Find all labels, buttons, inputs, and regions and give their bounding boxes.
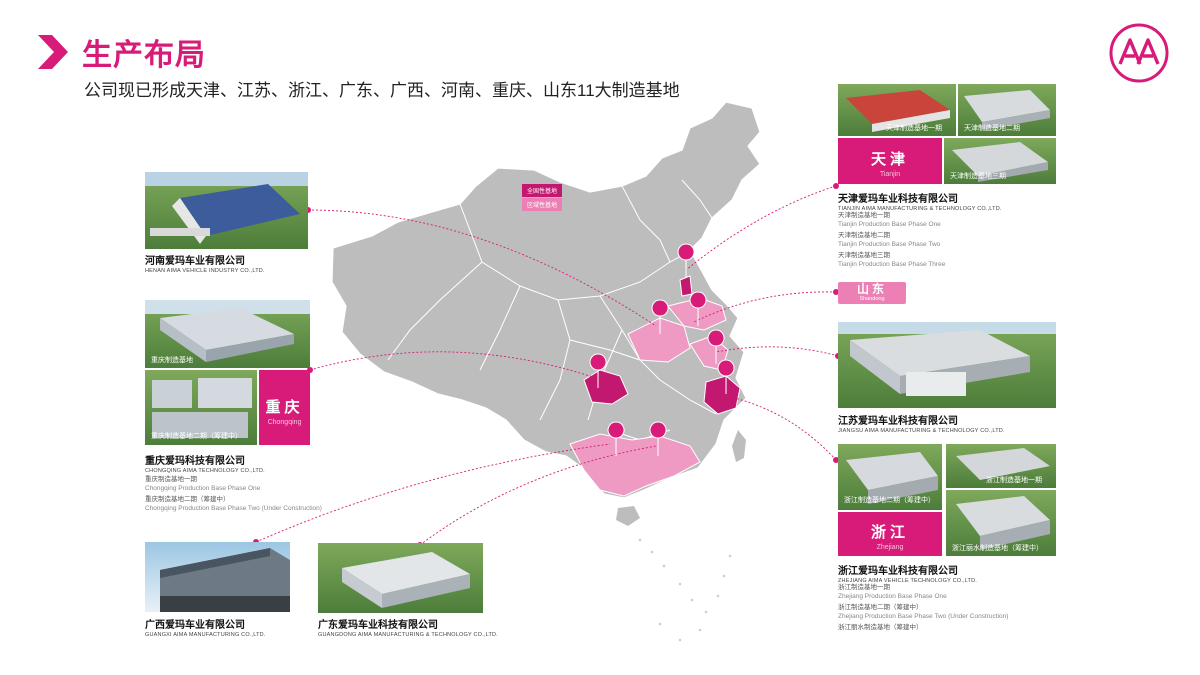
- guangdong-factory-photo: [318, 543, 483, 613]
- zhejiang-phases: 浙江制造基地一期 Zhejiang Production Base Phase …: [838, 584, 1009, 631]
- henan-factory-photo: [145, 172, 308, 249]
- zhejiang-city-label: 浙江 Zhejiang: [838, 512, 942, 556]
- tianjin-caption-3: 天津制造基地三期: [950, 173, 1006, 180]
- guangxi-company: 广西爱玛车业有限公司 GUANGXI AIMA MANUFACTURING CO…: [145, 620, 266, 638]
- jiangsu-factory-photo: [838, 322, 1056, 408]
- legend-national: 全国性基地: [522, 184, 563, 197]
- tianjin-caption-2: 天津制造基地二期: [964, 125, 1020, 132]
- chongqing-company: 重庆爱玛科技有限公司 CHONGQING AIMA TECHNOLOGY CO.…: [145, 456, 265, 474]
- province-tianjin: [679, 275, 693, 297]
- guangxi-factory-photo: [145, 542, 290, 612]
- china-outline: [331, 101, 761, 499]
- connector-lines: [255, 185, 839, 546]
- zhejiang-factory-photo-3: [946, 490, 1056, 556]
- page-subtitle: 公司现已形成天津、江苏、浙江、广东、广西、河南、重庆、山东11大制造基地: [84, 81, 680, 100]
- chongqing-factory-photo-1: [145, 300, 310, 368]
- zhejiang-factory-photo-1: [838, 444, 942, 510]
- chongqing-caption-1: 重庆制造基地: [151, 357, 193, 364]
- south-sea-dots: [638, 538, 732, 642]
- tianjin-city-label: 天津 Tianjin: [838, 138, 942, 184]
- title-row: 生产布局: [38, 30, 206, 74]
- tianjin-phases: 天津制造基地一期 Tianjin Production Base Phase O…: [838, 212, 946, 268]
- zhejiang-caption-2: 浙江制造基地一期: [986, 477, 1042, 484]
- shandong-city-label: 山东 Shandong: [838, 282, 906, 304]
- chongqing-city-label: 重庆 Chongqing: [259, 370, 310, 445]
- guangdong-company: 广东爱玛车业科技有限公司 GUANGDONG AIMA MANUFACTURIN…: [318, 620, 498, 638]
- tianjin-factory-photo-2: [958, 84, 1056, 136]
- chongqing-phases: 重庆制造基地一期 Chongqing Production Base Phase…: [145, 476, 322, 512]
- legend-regional: 区域性基地: [522, 198, 563, 211]
- tianjin-caption-1: 天津制造基地一期: [886, 125, 942, 132]
- aima-logo-icon: [1109, 23, 1169, 83]
- zhejiang-caption-3: 浙江丽水制造基地（筹建中）: [952, 545, 1043, 552]
- tianjin-factory-photo-1: [838, 84, 956, 136]
- taiwan-island: [732, 430, 746, 462]
- zhejiang-factory-photo-2: [946, 444, 1056, 488]
- jiangsu-company: 江苏爱玛车业科技有限公司 JIANGSU AIMA MANUFACTURING …: [838, 416, 1005, 434]
- map-pin-icon: [589, 243, 735, 457]
- zhejiang-company: 浙江爱玛车业科技有限公司 ZHEJIANG AIMA VEHICLE TECHN…: [838, 566, 978, 584]
- tianjin-factory-photo-3: [944, 138, 1056, 184]
- tianjin-company: 天津爱玛车业科技有限公司 TIANJIN AIMA MANUFACTURING …: [838, 194, 1002, 212]
- chongqing-caption-2: 重庆制造基地二期（筹建中）: [151, 433, 242, 440]
- page-title: 生产布局: [82, 39, 206, 72]
- henan-company: 河南爱玛车业有限公司 HENAN AIMA VEHICLE INDUSTRY C…: [145, 256, 265, 274]
- province-guangxi-guangdong: [569, 433, 701, 497]
- zhejiang-caption-1: 浙江制造基地二期（筹建中）: [844, 497, 935, 504]
- hainan-island: [616, 506, 640, 526]
- chongqing-factory-photo-2: [145, 370, 257, 445]
- chevron-right-icon: [38, 35, 68, 69]
